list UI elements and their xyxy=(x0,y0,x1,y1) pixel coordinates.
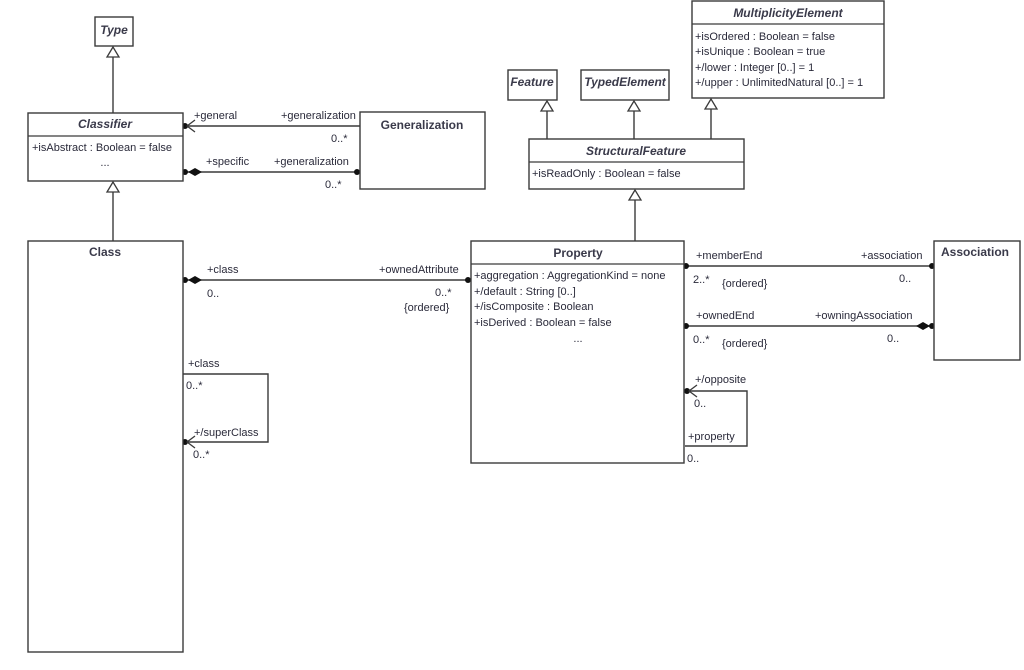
role-owning-association: +owningAssociation xyxy=(815,310,913,322)
role-class: +class xyxy=(188,358,220,370)
navigable-arrow-icon xyxy=(185,119,196,133)
role-owned-attribute: +ownedAttribute xyxy=(379,264,459,276)
generalization-property-to-structuralfeature xyxy=(627,188,643,241)
association-specific[interactable]: +specific +generalization 0..* xyxy=(182,156,360,191)
attribute: +isAbstract : Boolean = false xyxy=(32,142,172,154)
attribute-ellipsis: ... xyxy=(573,333,582,345)
attribute: +isReadOnly : Boolean = false xyxy=(532,168,681,180)
attribute-ellipsis: ... xyxy=(100,157,109,169)
role-specific: +specific xyxy=(206,156,250,168)
class-type[interactable]: Type xyxy=(94,16,134,47)
class-name: Class xyxy=(89,245,121,259)
composition-diamond-icon xyxy=(916,322,930,330)
role-super-class: +/superClass xyxy=(194,427,259,439)
association-general[interactable]: +general +generalization 0..* xyxy=(182,110,360,145)
association-member-end[interactable]: +memberEnd 2..* {ordered} +association 0… xyxy=(683,250,935,290)
inheritance-arrow-icon xyxy=(539,99,555,112)
association-owned-attribute[interactable]: +class 0.. +ownedAttribute 0..* {ordered… xyxy=(182,264,471,314)
class-property[interactable]: Property +aggregation : AggregationKind … xyxy=(470,240,685,464)
generalization-structuralfeature-to-typedelement xyxy=(626,99,642,139)
class-name: Generalization xyxy=(381,118,464,132)
attribute: +isUnique : Boolean = true xyxy=(695,46,825,58)
multiplicity: 0..* xyxy=(331,133,348,145)
class-name: Classifier xyxy=(78,117,133,131)
attribute: +aggregation : AggregationKind = none xyxy=(474,270,665,282)
navigable-arrow-icon xyxy=(687,384,698,398)
attribute: +/upper : UnlimitedNatural [0..] = 1 xyxy=(695,77,863,89)
association-super-class[interactable]: +class 0..* +/superClass 0..* xyxy=(182,358,269,461)
generalization-class-to-classifier xyxy=(105,180,121,241)
class-name: Association xyxy=(941,245,1009,259)
multiplicity: 0..* xyxy=(325,179,342,191)
role-owned-end: +ownedEnd xyxy=(696,310,754,322)
ownership-dot-icon xyxy=(684,388,690,394)
inheritance-arrow-icon xyxy=(703,97,719,110)
constraint-ordered: {ordered} xyxy=(722,278,768,290)
class-classifier[interactable]: Classifier +isAbstract : Boolean = false… xyxy=(27,112,184,182)
inheritance-arrow-icon xyxy=(105,45,121,58)
association-opposite[interactable]: +/opposite 0.. +property 0.. xyxy=(684,374,748,465)
constraint-ordered: {ordered} xyxy=(722,338,768,350)
class-name: TypedElement xyxy=(584,75,667,89)
composition-diamond-icon xyxy=(188,276,202,284)
class-multiplicity-element[interactable]: MultiplicityElement +isOrdered : Boolean… xyxy=(691,0,885,99)
attribute: +/lower : Integer [0..] = 1 xyxy=(695,62,814,74)
ownership-dot-icon xyxy=(465,277,471,283)
class-generalization[interactable]: Generalization xyxy=(359,111,486,190)
class-name: Type xyxy=(100,23,128,37)
class-name: Property xyxy=(553,246,603,260)
inheritance-arrow-icon xyxy=(105,180,121,193)
attribute: +isOrdered : Boolean = false xyxy=(695,31,835,43)
class-name: Feature xyxy=(510,75,554,89)
role-member-end: +memberEnd xyxy=(696,250,762,262)
class-class[interactable]: Class xyxy=(27,240,184,653)
composition-diamond-icon xyxy=(188,168,202,176)
multiplicity: 0.. xyxy=(207,288,219,300)
multiplicity: 0..* xyxy=(186,380,203,392)
role-class: +class xyxy=(207,264,239,276)
association-owned-end[interactable]: +ownedEnd 0..* {ordered} +owningAssociat… xyxy=(683,310,935,350)
role-property: +property xyxy=(688,431,735,443)
role-general: +general xyxy=(194,110,237,122)
class-feature[interactable]: Feature xyxy=(507,69,558,101)
generalization-structuralfeature-to-multiplicityelement xyxy=(703,97,719,139)
multiplicity: 0.. xyxy=(899,273,911,285)
class-name: MultiplicityElement xyxy=(733,6,843,20)
attribute: +/isComposite : Boolean xyxy=(474,301,594,313)
navigable-arrow-icon xyxy=(185,435,196,449)
role-association: +association xyxy=(861,250,922,262)
attribute: +isDerived : Boolean = false xyxy=(474,317,612,329)
role-generalization: +generalization xyxy=(274,156,349,168)
multiplicity: 0.. xyxy=(887,333,899,345)
inheritance-arrow-icon xyxy=(627,188,643,201)
role-generalization: +generalization xyxy=(281,110,356,122)
multiplicity: 0.. xyxy=(694,398,706,410)
class-name: StructuralFeature xyxy=(586,144,686,158)
class-association[interactable]: Association xyxy=(933,240,1021,361)
class-typed-element[interactable]: TypedElement xyxy=(580,69,670,101)
attribute: +/default : String [0..] xyxy=(474,286,576,298)
role-opposite: +/opposite xyxy=(695,374,746,386)
multiplicity: 0..* xyxy=(435,287,452,299)
generalization-classifier-to-type xyxy=(105,45,121,113)
generalization-structuralfeature-to-feature xyxy=(539,99,555,139)
inheritance-arrow-icon xyxy=(626,99,642,112)
multiplicity: 2..* xyxy=(693,274,710,286)
multiplicity: 0..* xyxy=(193,449,210,461)
constraint-ordered: {ordered} xyxy=(404,302,450,314)
class-structural-feature[interactable]: StructuralFeature +isReadOnly : Boolean … xyxy=(528,138,745,190)
multiplicity: 0..* xyxy=(693,334,710,346)
ownership-dot-icon xyxy=(354,169,360,175)
multiplicity: 0.. xyxy=(687,453,699,465)
